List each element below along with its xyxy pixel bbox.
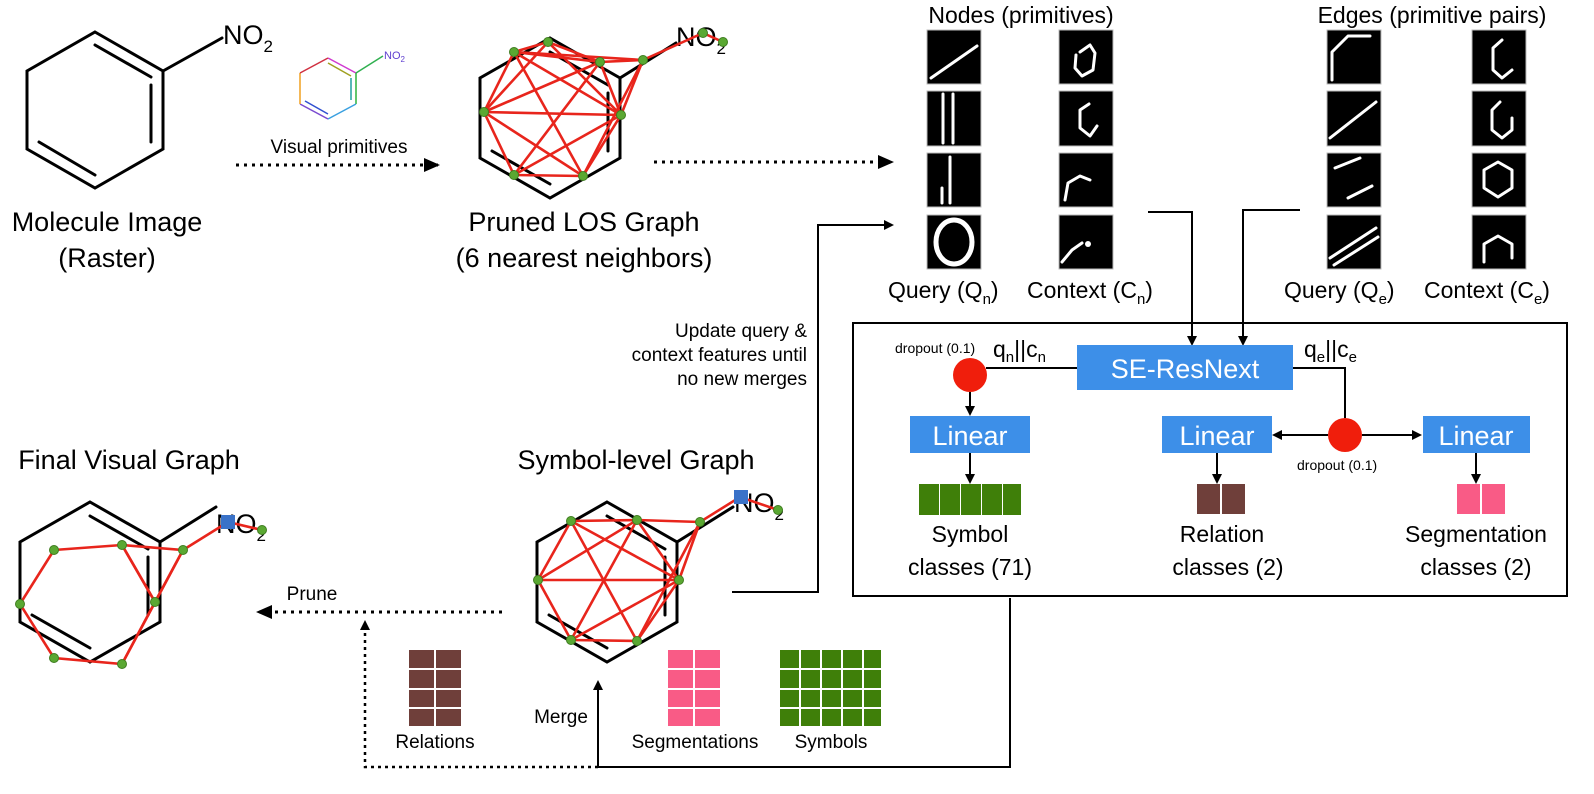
raster-label: (Raster) bbox=[58, 243, 156, 273]
relations-grid bbox=[409, 650, 461, 726]
context-e-label: Context (Ce) bbox=[1424, 277, 1550, 308]
update-label-1: Update query & bbox=[675, 321, 807, 342]
symbol-classes-label-1: Symbol bbox=[932, 521, 1009, 547]
node-query-tiles bbox=[926, 29, 982, 270]
edge-query-tiles bbox=[1326, 29, 1382, 270]
pruned-los-graph-label: Pruned LOS Graph bbox=[468, 207, 699, 237]
six-nearest-label: (6 nearest neighbors) bbox=[456, 243, 713, 273]
final-visual-graph: NO2 bbox=[15, 500, 267, 669]
merge-label: Merge bbox=[534, 707, 588, 728]
concat-e-label: qe||ce bbox=[1304, 336, 1357, 366]
relations-label: Relations bbox=[395, 732, 474, 753]
svg-text:Linear: Linear bbox=[1438, 421, 1513, 451]
network-box bbox=[852, 322, 1568, 597]
blue-square-icon bbox=[734, 490, 748, 504]
molecule-image: NO2 bbox=[25, 20, 273, 190]
symbols-label: Symbols bbox=[795, 732, 868, 753]
svg-text:Linear: Linear bbox=[1179, 421, 1254, 451]
dropout-node-right bbox=[1328, 418, 1362, 452]
svg-text:Linear: Linear bbox=[932, 421, 1007, 451]
dropout-left-label: dropout (0.1) bbox=[895, 340, 975, 356]
segmentation-class-bar bbox=[1457, 484, 1505, 514]
relation-class-bar bbox=[1197, 484, 1245, 514]
relations-to-prune-arrow bbox=[360, 620, 598, 769]
blue-square-icon bbox=[221, 515, 235, 529]
nodes-title: Nodes (primitives) bbox=[928, 2, 1113, 28]
query-n-label: Query (Qn) bbox=[888, 277, 999, 308]
merge-arrow bbox=[593, 598, 1011, 768]
segmentation-classes-label-1: Segmentation bbox=[1405, 521, 1547, 547]
symbol-classes-label-2: classes (71) bbox=[908, 554, 1032, 580]
relation-classes-label-2: classes (2) bbox=[1172, 554, 1283, 580]
segmentations-grid bbox=[668, 650, 720, 726]
symbols-grid bbox=[780, 650, 881, 726]
dropout-right-label: dropout (0.1) bbox=[1297, 457, 1377, 473]
update-loop-arrow bbox=[732, 220, 894, 593]
relation-classes-label-1: Relation bbox=[1180, 521, 1264, 547]
query-e-label: Query (Qe) bbox=[1284, 277, 1395, 308]
se-resnext-box bbox=[1077, 345, 1293, 390]
symbol-level-graph-label: Symbol-level Graph bbox=[517, 445, 754, 475]
molecule-image-label: Molecule Image bbox=[12, 207, 203, 237]
segmentation-classes-label-2: classes (2) bbox=[1420, 554, 1531, 580]
context-n-label: Context (Cn) bbox=[1027, 277, 1153, 308]
dropout-node-left bbox=[953, 358, 987, 392]
svg-text:NO2: NO2 bbox=[384, 50, 406, 64]
pruned-los-graph: NO2 bbox=[478, 22, 728, 200]
visual-primitives-icon: NO2 bbox=[299, 50, 406, 120]
linear-box-segmentation bbox=[1423, 416, 1530, 453]
linear-box-symbol bbox=[910, 416, 1030, 453]
node-context-tiles bbox=[1058, 29, 1114, 270]
no2-label: NO2 bbox=[223, 20, 273, 56]
concat-n-label: qn||cn bbox=[993, 336, 1046, 366]
symbol-level-graph: NO2 bbox=[533, 488, 784, 664]
node-features-arrow bbox=[1148, 211, 1197, 346]
segmentations-label: Segmentations bbox=[632, 732, 759, 753]
symbol-class-bar bbox=[919, 484, 1021, 515]
update-label-3: no new merges bbox=[677, 369, 807, 390]
update-label-2: context features until bbox=[632, 345, 807, 366]
linear-box-relation bbox=[1162, 416, 1272, 453]
final-visual-graph-label: Final Visual Graph bbox=[18, 445, 240, 475]
edge-context-tiles bbox=[1471, 29, 1527, 270]
visual-primitives-label: Visual primitives bbox=[271, 137, 408, 158]
se-resnext-label: SE-ResNext bbox=[1111, 354, 1260, 384]
edge-features-arrow bbox=[1238, 209, 1300, 346]
edges-title: Edges (primitive pairs) bbox=[1318, 2, 1547, 28]
prune-label: Prune bbox=[287, 584, 338, 605]
